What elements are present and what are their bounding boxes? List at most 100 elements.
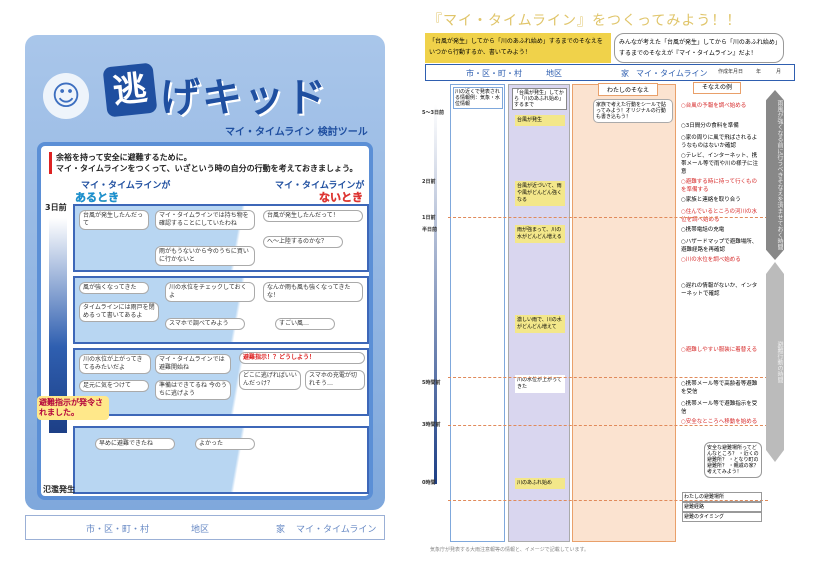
my-prep-note: 家族で考えた行動をシールで貼ってみよう！オリジナルの行動も書き込もう！ [593, 99, 673, 123]
comparison-panel: 余裕を持って安全に避難するために。 マイ・タイムラインをつくって、いざという時の… [37, 142, 373, 500]
divider [448, 425, 768, 426]
speech-bubble: へ〜上陸するのかな？ [263, 236, 343, 248]
example-item: ○台風の予報を調べ始める [681, 103, 747, 109]
instruction-line: 「台風が発生」してから「川のあふれ始め」するまでのそなえを [429, 38, 603, 45]
district-field[interactable]: 地区 [546, 69, 562, 78]
cover-footer: 市・区・町・村 地区 家 マイ・タイムライン [25, 515, 385, 540]
time-arrow [434, 104, 437, 484]
event-box: 雨が強まって、川の水がどんどん増える [515, 225, 565, 243]
divider [448, 377, 768, 378]
speech-bubble: 足元に気をつけて [79, 380, 149, 392]
example-item: ○安全なところへ移動を始める [681, 419, 758, 425]
timeline-label: マイ・タイムライン [636, 69, 708, 78]
speech-bubble: 川の水位をチェックしておくよ [165, 282, 255, 302]
speech-bubble: スマホの充電が切れそう… [305, 370, 365, 390]
example-item: ○携帯電話の充電 [681, 227, 725, 233]
event-box: 川のあふれ始め [515, 478, 565, 489]
example-header: そなえの例 [693, 82, 742, 94]
worksheet-title: 『マイ・タイムライン』をつくってみよう！！ [428, 13, 742, 29]
without-badge: ないとき [319, 191, 363, 204]
time-start: 3日前 [45, 203, 67, 212]
my-preparation-column[interactable]: わたしのそなえ 家族で考えた行動をシールで貼ってみよう！オリジナルの行動も書き込… [572, 83, 676, 542]
time-end: 氾濫発生 [43, 485, 75, 494]
speech-bubble: なんか雨も風も強くなってきたな！ [263, 282, 363, 302]
speech-bubble: 台風が発生したんだって [79, 210, 149, 230]
evac-route-cell[interactable]: 避難経路 [682, 502, 762, 512]
evac-timing-cell[interactable]: 避難のタイミング [682, 512, 762, 522]
speech-bubble: 雨がもうないから今のうちに買いに行かないと [155, 246, 255, 266]
example-item: ○避難しやすい服装に着替える [681, 347, 758, 353]
with-badge: あるとき [75, 191, 119, 204]
evac-phase-arrow: 避難行動の時間 [766, 262, 784, 462]
event-box: 川の水位が上がってきた [515, 375, 565, 393]
divider [448, 217, 768, 218]
intro-line: 余裕を持って安全に避難するために。 [56, 153, 192, 162]
info-column: 川の近くで発表される情報例：気象・水位情報 [450, 84, 505, 542]
speech-bubble: マイ・タイムラインでは持ち物を確認することにしていたわね [155, 210, 255, 230]
speech-bubble: マイ・タイムラインでは避難開始ね [155, 354, 231, 374]
speech-bubble: よかった [195, 438, 255, 450]
month-field[interactable]: 月 [776, 69, 782, 75]
example-item: ○3日間分の食料を準備 [681, 123, 739, 129]
speech-bubble: 風が強くなってきた [79, 282, 149, 294]
intro-line: マイ・タイムラインをつくって、いざという時の自分の行動を考えておきましょう。 [56, 164, 358, 173]
worksheet-page: 『マイ・タイムライン』をつくってみよう！！ 「台風が発生」してから「川のあふれ始… [420, 0, 800, 560]
callout-line: するまでのそなえが『マイ・タイムライン』だよ！ [619, 50, 757, 57]
comic-panel-3: 川の水位が上がってきてるみたいだよ マイ・タイムラインでは避難開始ね 準備はでき… [73, 348, 369, 416]
time-label: 2日前 [422, 179, 436, 185]
district-label: 地区 [191, 525, 210, 535]
speech-bubble: どこに逃げればいいんだっけ？ [239, 370, 301, 390]
time-label: 半日前 [422, 227, 438, 233]
name-header: 市・区・町・村 地区 家 マイ・タイムライン 作成年月日 年 月 [425, 64, 795, 81]
logo-text: げキッド [160, 75, 328, 121]
intro-text: 余裕を持って安全に避難するために。 マイ・タイムラインをつくって、いざという時の… [49, 152, 358, 174]
example-item: ○遅れの情報がないか、インターネットで確認 [681, 283, 758, 297]
example-item: ○携帯メール等で避難指示を受信 [681, 401, 758, 415]
example-item: ○テレビ、インターネット、携帯メール等で雨や川の様子に注意 [681, 153, 759, 175]
house-field[interactable]: 家 [621, 69, 629, 78]
time-label: 1日前 [422, 215, 436, 221]
prep-phase-arrow: 雨風が強くなる前に行うべきそなえを済ませておく時間 [766, 90, 784, 260]
example-item: ○川の水位を調べ始める [681, 257, 741, 263]
evac-table: わたしの避難場所 避難経路 避難のタイミング [682, 492, 762, 522]
evac-place-cell[interactable]: わたしの避難場所 [682, 492, 762, 502]
time-label: 5〜3日前 [422, 110, 444, 116]
info-header: 川の近くで発表される情報例：気象・水位情報 [453, 87, 503, 109]
time-arrow [49, 218, 67, 433]
time-label: 5時間前 [422, 380, 441, 386]
timeline-label: マイ・タイムライン [296, 525, 377, 535]
comic-panel-2: 風が強くなってきた タイムラインには雨戸を閉めるって書いてあるよ 川の水位をチェ… [73, 276, 369, 344]
character-avatar-icon: ☺ [43, 73, 89, 119]
divider [448, 500, 768, 501]
cover-page: ☺ 逃 げキッド マイ・タイムライン 検討ツール 余裕を持って安全に避難するため… [25, 35, 385, 510]
date-label: 作成年月日 [718, 69, 744, 75]
time-label: 3時間前 [422, 422, 441, 428]
speech-bubble: 避難指示！？どうしよう！ [239, 352, 365, 364]
example-item: ○家族と連絡を取り合う [681, 197, 741, 203]
example-item: ○携帯メール等で高齢者等避難を受信 [681, 381, 758, 395]
speech-bubble: 川の水位が上がってきてるみたいだよ [79, 354, 151, 374]
speech-bubble: タイムラインには雨戸を閉めるって書いてあるよ [79, 302, 159, 322]
example-item: ○家の周りに風で飛ばされるようなものはないか確認 [681, 135, 758, 149]
callout-line: みんなが考えた「台風が発生」してから「川のあふれ始め」 [619, 39, 781, 46]
comic-panel-1: 台風が発生したんだって マイ・タイムラインでは持ち物を確認することにしていたわね… [73, 204, 369, 272]
event-column: 「台風が発生」してから「川のあふれ始め」するまで 台風が発生 台風が近づいて、雨… [508, 84, 570, 542]
event-header: 「台風が発生」してから「川のあふれ始め」するまで [512, 88, 567, 110]
speech-bubble: すごい風… [275, 318, 335, 330]
city-label: 市・区・町・村 [86, 525, 150, 535]
tip-bubble: 安全な避難場所ってどんなところ？ ・近くの避難所？ ・となり町の避難所？ ・親戚… [704, 442, 762, 478]
year-field[interactable]: 年 [756, 69, 762, 75]
example-item: ○住んでいるところの河川の水位を調べ始める [681, 209, 758, 223]
time-label: 0時間 [422, 480, 436, 486]
logo-mark: 逃 [102, 62, 158, 118]
event-box: 台風が発生 [515, 115, 565, 126]
evacuation-alert: 避難指示が発令されました。 [37, 396, 109, 420]
my-prep-header: わたしのそなえ [598, 83, 659, 96]
subtitle: マイ・タイムライン 検討ツール [225, 127, 368, 138]
example-column: そなえの例 ○台風の予報を調べ始める ○3日間分の食料を準備 ○家の周りに風で飛ばさ… [678, 82, 763, 542]
city-field[interactable]: 市・区・町・村 [466, 69, 522, 78]
speech-bubble: スマホで調べてみよう [165, 318, 245, 330]
time-column: 5〜3日前 2日前 1日前 半日前 5時間前 3時間前 0時間 [422, 84, 448, 542]
without-label: マイ・タイムラインが [275, 181, 365, 191]
with-label: マイ・タイムラインが [81, 181, 171, 191]
